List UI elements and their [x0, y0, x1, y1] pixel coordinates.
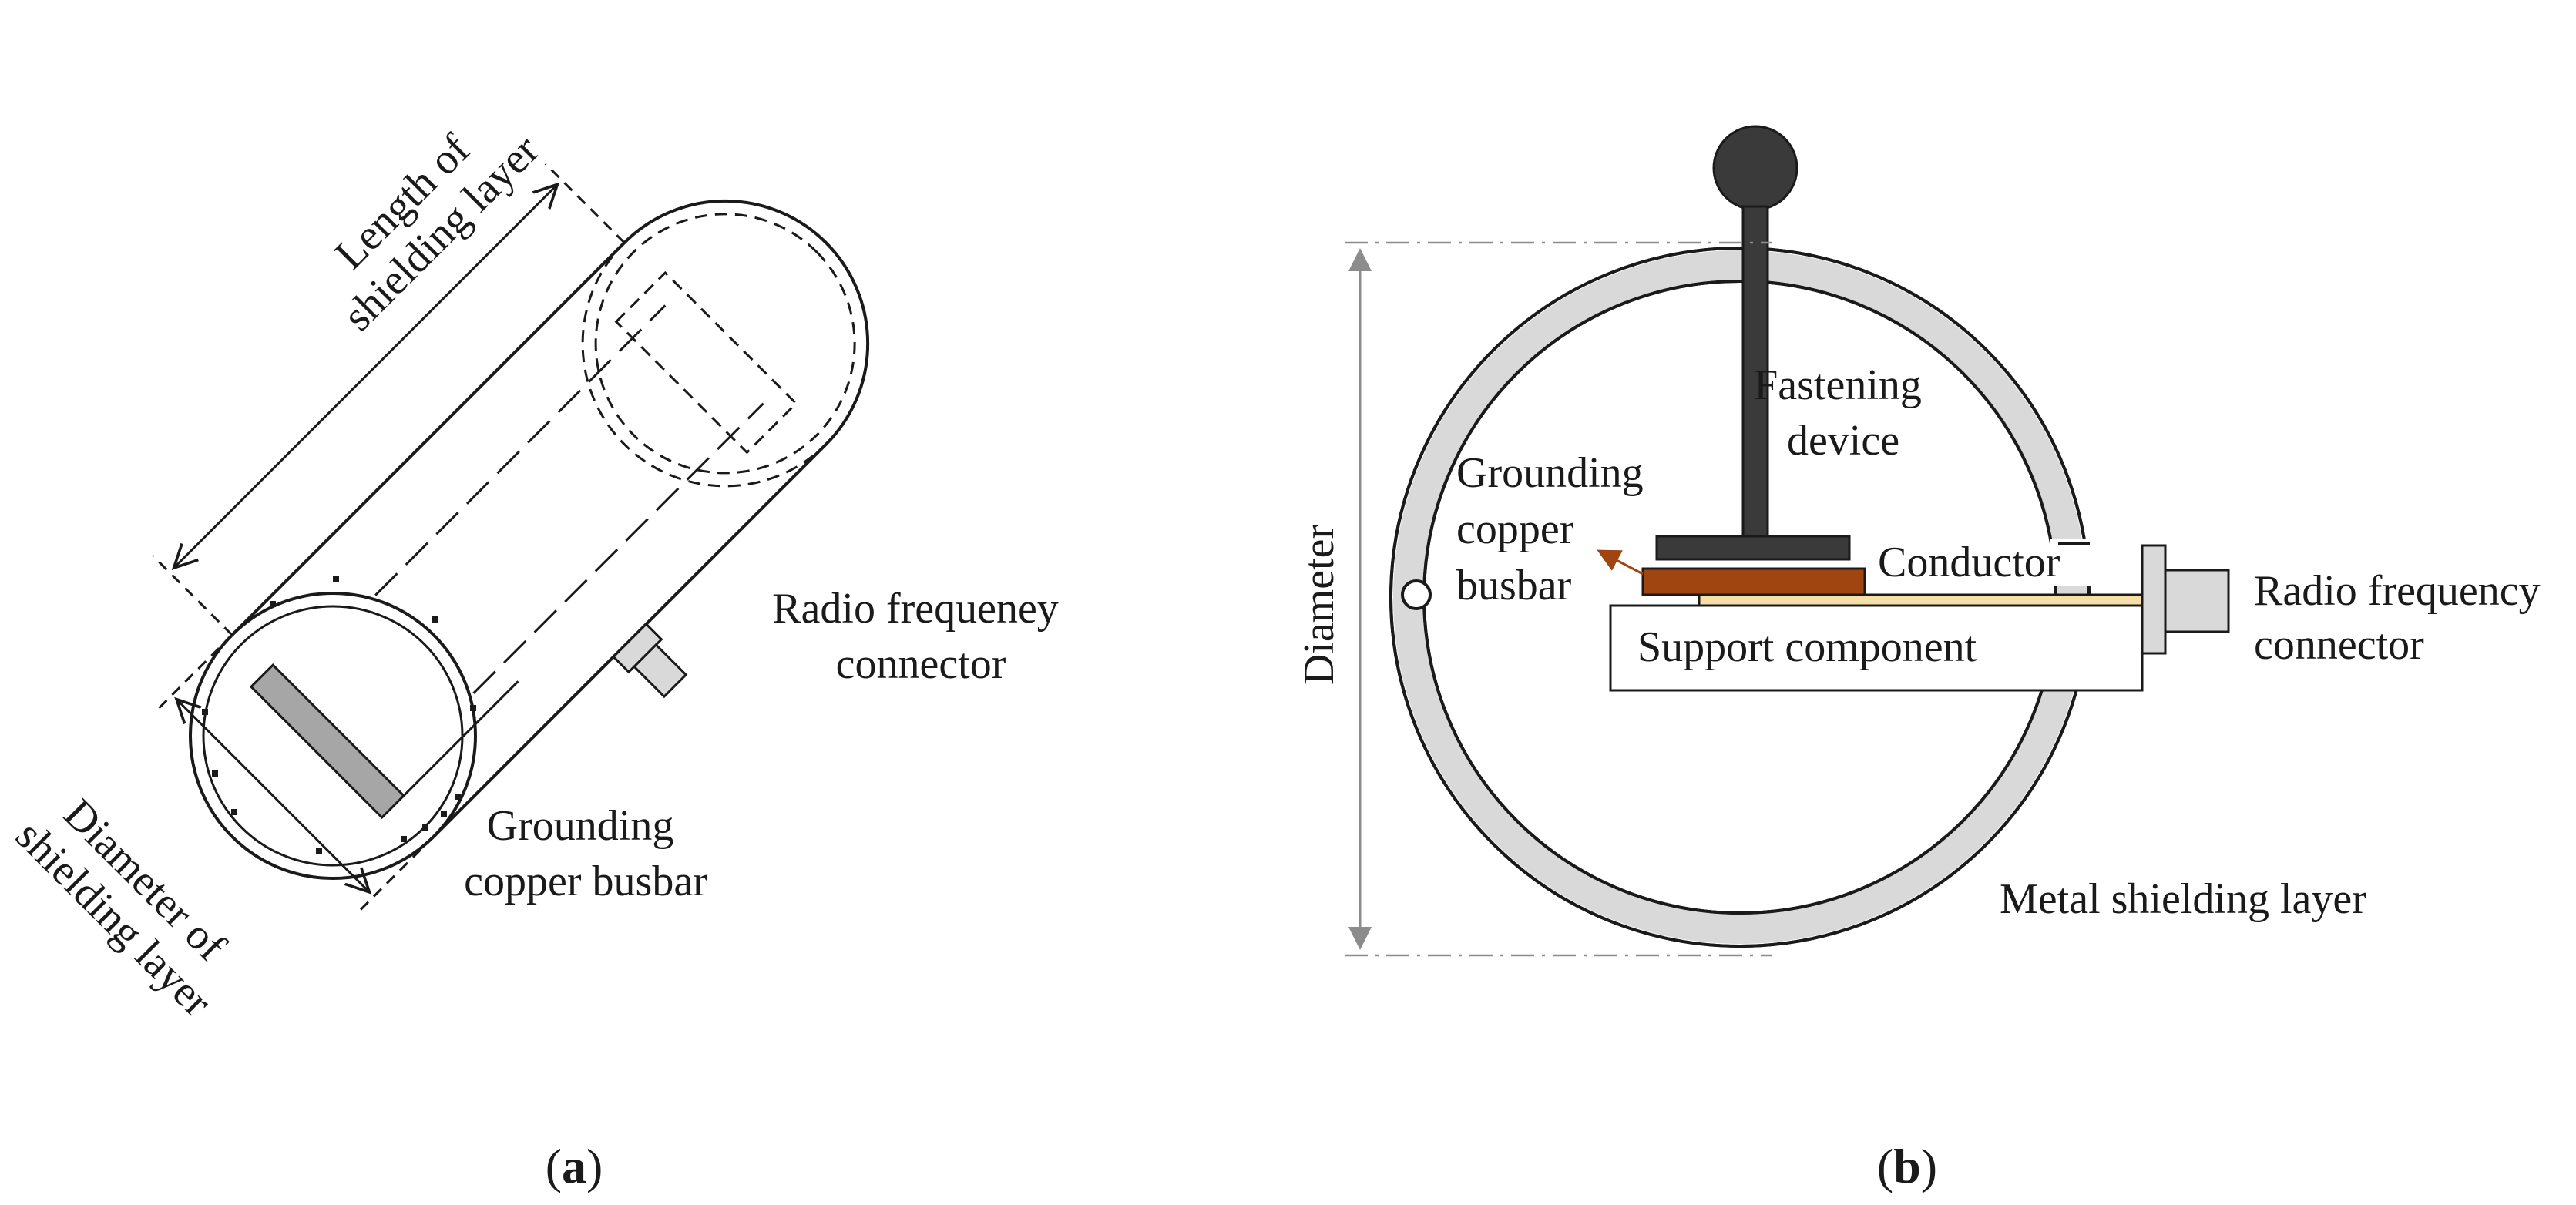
support-component	[1609, 604, 2144, 692]
support-component-label: Support component	[1637, 623, 1977, 671]
rf-connector-label-a: Radio frequeney connector	[772, 585, 1070, 688]
rf-connector-label-b: Radio frequency connector	[2254, 567, 2551, 669]
conductor-label: Conductor	[1878, 539, 2060, 586]
fastening-label: Fastening device	[1754, 361, 1933, 465]
rf-connector-b	[2141, 544, 2230, 655]
caption-b: (b)	[1877, 1139, 1937, 1193]
grounding-busbar-b	[1641, 567, 1866, 596]
diameter-dimension-arrow	[176, 700, 369, 892]
grounding-hole	[1401, 579, 1432, 610]
panel-a: Length of shielding layer Diameter of sh…	[6, 91, 1070, 1193]
length-label: Length of shielding layer	[299, 91, 549, 341]
rf-connector-a	[612, 622, 688, 699]
length-dimension-arrow	[174, 184, 558, 568]
shield-label: Metal shielding layer	[2000, 875, 2366, 923]
fastening-device	[1655, 125, 1851, 561]
diameter-label-b: Diameter	[1295, 524, 1343, 685]
grounding-pointer-arrow	[1597, 549, 1644, 576]
panel-b: Diameter Fastening device Grounding copp…	[1295, 125, 2551, 1193]
grounding-label-a: Grounding copper busbar	[464, 802, 707, 905]
conductor	[1698, 593, 2144, 607]
grounding-dots	[202, 576, 476, 854]
grounding-label-b: Grounding copper busbar	[1456, 449, 1654, 609]
caption-a: (a)	[546, 1139, 603, 1193]
